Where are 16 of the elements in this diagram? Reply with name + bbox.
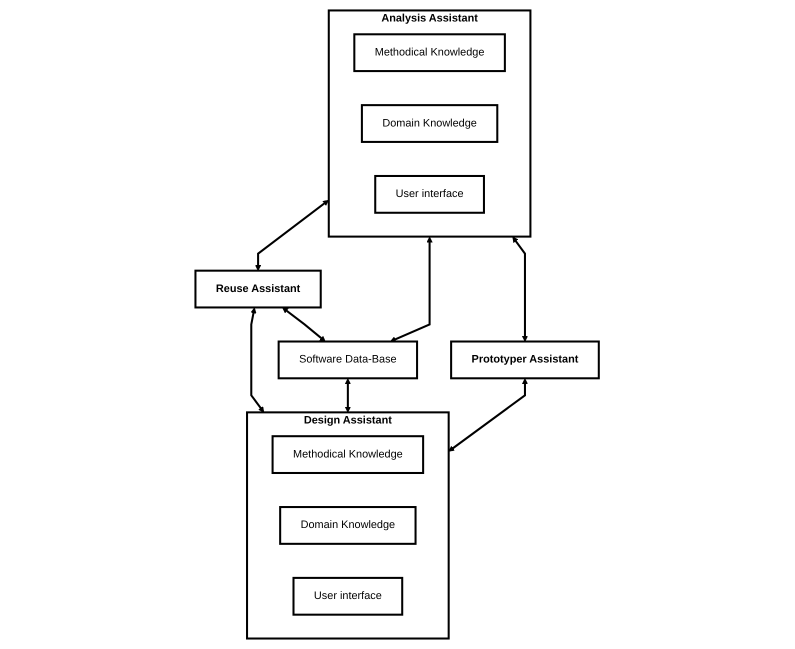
node-box: Reuse Assistant: [194, 270, 322, 308]
node-box: Methodical Knowledge: [272, 435, 425, 474]
arrow: [390, 236, 433, 342]
node-box: User interface: [292, 576, 404, 616]
arrow: [512, 236, 528, 342]
arrow: [448, 378, 528, 452]
node-box: Prototyper Assistant: [450, 340, 600, 380]
node-box: User interface: [374, 174, 486, 214]
arrow: [250, 307, 265, 413]
arrow: [345, 378, 352, 413]
arrow: [255, 200, 330, 271]
node-box: Software Data-Base: [278, 340, 418, 380]
arrow: [282, 307, 326, 342]
node-box: Domain Knowledge: [361, 104, 499, 143]
node-box: Methodical Knowledge: [354, 33, 506, 72]
node-box: Domain Knowledge: [280, 506, 417, 545]
